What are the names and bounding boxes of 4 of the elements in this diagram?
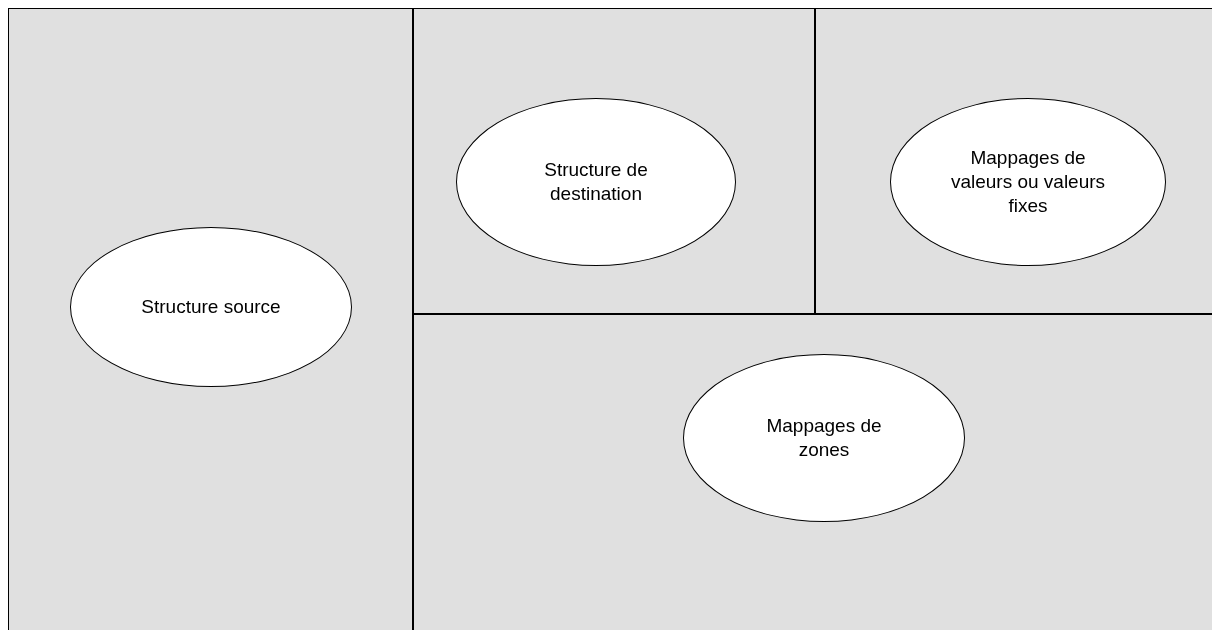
node-label: Structure de destination [543,158,649,206]
node-label: Mappages de zones [765,414,883,462]
node-label: Structure source [141,295,281,319]
node-label: Mappages de valeurs ou valeurs fixes [949,146,1107,218]
